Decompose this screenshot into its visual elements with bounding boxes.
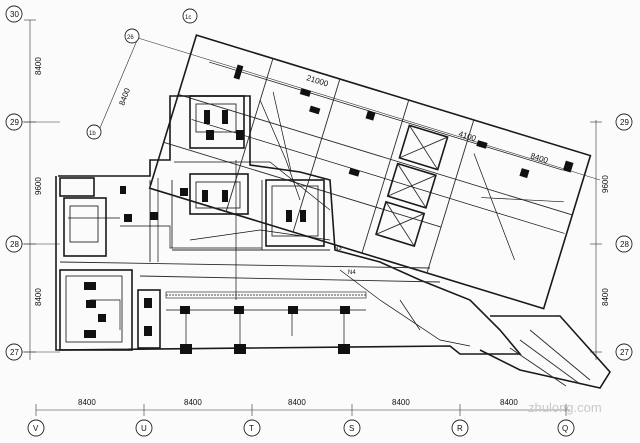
main-building-outline xyxy=(55,95,522,355)
bottom-dim-1: 8400 xyxy=(78,398,96,407)
room-upper-a-inner xyxy=(195,103,237,133)
room-left-mid-inner xyxy=(69,205,99,243)
axis-label-30: 30 xyxy=(10,10,19,19)
room-upper-a xyxy=(189,95,245,149)
axis-label-U: U xyxy=(141,424,147,433)
axis-label-28-left: 28 xyxy=(10,240,19,249)
bottom-ticks xyxy=(35,404,567,416)
bottom-dim-4: 8400 xyxy=(392,398,410,407)
left-dim-2: 9600 xyxy=(34,177,43,195)
axis-label-27-right: 27 xyxy=(620,348,629,357)
axis-label-27-left: 27 xyxy=(10,348,19,357)
corridor-wall-top xyxy=(59,261,431,269)
axis-bubble-R xyxy=(451,419,469,437)
panel-label-n3: N3 xyxy=(334,246,342,252)
axis-bubble-28-left xyxy=(5,235,23,253)
rotated-wing xyxy=(148,34,592,310)
axis-label-28-right: 28 xyxy=(620,240,629,249)
axis-label-26: 26 xyxy=(127,35,134,41)
stair-core-1 xyxy=(398,124,449,171)
axis-label-29-left: 29 xyxy=(10,118,19,127)
axis-bubble-28-right xyxy=(615,235,633,253)
rotated-side-dim xyxy=(99,37,139,129)
watermark-text: zhulong.com xyxy=(528,400,602,415)
bottom-dim-2: 8400 xyxy=(184,398,202,407)
axis-label-29-right: 29 xyxy=(620,118,629,127)
axis-bubble-1b xyxy=(86,124,102,140)
axis-label-V: V xyxy=(33,424,39,433)
axis-bubble-T xyxy=(243,419,261,437)
panel-label-n4: N4 xyxy=(348,270,356,276)
corridor-strip xyxy=(165,291,367,299)
top-side-dim: 8400 xyxy=(117,86,132,106)
left-dim-1: 8400 xyxy=(34,57,43,75)
entrance-stair xyxy=(479,315,611,389)
axis-bubble-U xyxy=(135,419,153,437)
wiring-runs xyxy=(68,99,471,347)
axis-bubble-1c xyxy=(182,8,198,24)
stair-core-3 xyxy=(375,200,426,248)
room-left-bottom-inner xyxy=(65,275,123,343)
axis-bubble-S xyxy=(343,419,361,437)
axis-bubble-Q xyxy=(557,419,575,437)
axis-label-1b: 1b xyxy=(89,131,96,137)
room-left-bottom-side xyxy=(137,289,161,349)
axis-bubble-29-right xyxy=(615,113,633,131)
corridor-wall-bottom xyxy=(139,275,441,283)
room-left-bottom xyxy=(59,269,133,351)
top-dimension-line xyxy=(137,37,601,181)
axis-bubble-26 xyxy=(124,28,140,44)
bottom-dim-5: 8400 xyxy=(500,398,518,407)
right-dim-2: 8400 xyxy=(601,288,610,306)
axis-label-R: R xyxy=(457,424,463,433)
room-mid-a xyxy=(189,173,249,215)
room-mid-a-inner xyxy=(195,181,241,209)
bottom-dim-3: 8400 xyxy=(288,398,306,407)
axis-bubble-30 xyxy=(5,5,23,23)
right-dim-1: 9600 xyxy=(601,175,610,193)
axis-bubble-29-left xyxy=(5,113,23,131)
axis-label-Q: Q xyxy=(562,424,568,433)
equipment-block xyxy=(204,110,210,124)
left-dim-3: 8400 xyxy=(34,288,43,306)
equipment-block xyxy=(222,110,228,124)
axis-bubble-V xyxy=(27,419,45,437)
room-left-mid xyxy=(63,197,107,257)
room-left-top xyxy=(59,177,95,197)
room-mid-b xyxy=(265,179,325,247)
axis-bubble-27-right xyxy=(615,343,633,361)
axis-label-S: S xyxy=(349,424,354,433)
rotated-wing-outline xyxy=(148,34,592,310)
axis-label-T: T xyxy=(249,424,254,433)
axis-label-1c: 1c xyxy=(185,15,191,21)
stair-core-2 xyxy=(386,162,437,209)
axis-bubble-27-left xyxy=(5,343,23,361)
